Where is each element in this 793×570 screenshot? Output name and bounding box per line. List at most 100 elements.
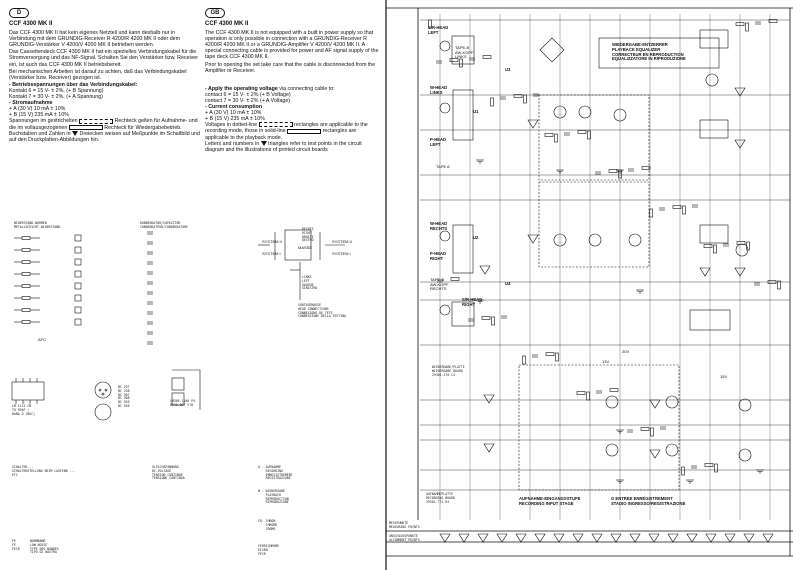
- resistor-icon: [681, 466, 685, 476]
- head-connections-label: VORTAGEMASSE HEAD CONNECTIONS CONNEXIONS…: [298, 303, 346, 319]
- board-label-2: AUFNAHMEPLATTE RECORDING BOARD 29301-??1…: [426, 492, 455, 504]
- resistor-icon: [767, 280, 777, 284]
- resistor-icon: [482, 55, 492, 59]
- gb-l6: + B (15 V) 235 mA ± 10%: [205, 116, 265, 123]
- measuring-point-icon: [572, 533, 584, 543]
- pin-icon: [104, 388, 108, 392]
- measuring-point-icon: [553, 533, 565, 543]
- de-l1: - Betriebsspannungen über das Verbindung…: [9, 81, 138, 88]
- de-l2: Kontakt 6 = 15 V- ± 2%, (+ B Spannung): [9, 87, 104, 94]
- gb-l8b: triangles refer to test points in the ci…: [205, 140, 362, 153]
- p-head-left: P-HEAD LEFT: [430, 137, 447, 147]
- transistor-icon: [94, 381, 112, 399]
- resistor-icon: [21, 236, 31, 240]
- measuring-point-icon: [724, 533, 736, 543]
- gb-l1a: - Apply the operating voltage: [205, 85, 278, 92]
- resistor-icon: [450, 277, 460, 281]
- resistor-icon: [608, 169, 618, 173]
- resistor-icon: [746, 241, 750, 251]
- resistor-icon: [459, 58, 463, 68]
- de-l4: - Stromaufnahme: [9, 100, 53, 107]
- supply-20v: 20V: [622, 349, 630, 354]
- heading-de: CCF 4300 MK II: [9, 21, 53, 27]
- pin-icon: [98, 388, 102, 392]
- measuring-point-icon: [610, 533, 622, 543]
- sr-head-left: S/R-HEAD LEFT: [428, 25, 449, 35]
- measuring-point-icon: [648, 533, 660, 543]
- resistor-icon: [641, 166, 651, 170]
- ic-u4: U4: [505, 281, 511, 286]
- gb-l4: - Current consumption: [205, 104, 263, 111]
- measuring-point-icon: [591, 533, 603, 543]
- head-block: [451, 35, 475, 65]
- triangle-test-point-icon: [649, 399, 661, 409]
- tape-b-kopf-rechts: TAPE-B AW-KOPF RECHTS: [430, 277, 449, 292]
- ic-icon: [699, 29, 729, 49]
- gb-p2: Prior to opening the set take care that …: [205, 61, 376, 74]
- w-head-links: W-HEAD LINKS: [430, 85, 448, 95]
- badge-de: D: [9, 8, 29, 18]
- resistor-icon: [74, 318, 82, 326]
- resistor-icon: [523, 94, 527, 104]
- legend-fe-desc: NORMBAND LOW NOISE TYPE DES BANDES TIPO …: [30, 539, 59, 555]
- badge-gb: GB: [205, 8, 225, 18]
- system-i-label: SYSTEM I: [262, 251, 281, 256]
- measuring-points-label: MESSPUNKTE MEASURING POINTS: [389, 521, 420, 529]
- transistor-icon: [613, 108, 627, 122]
- resistor-icon: [490, 97, 494, 107]
- resistor-icon: [491, 316, 495, 326]
- de-l8b: Dreiecken weisen auf Meßpunkte im Schalt…: [9, 130, 200, 143]
- transistor-icon: [628, 233, 642, 247]
- legend-fecr: FERRICHROME EISEN FECR: [258, 544, 280, 556]
- resistor-icon: [74, 246, 82, 254]
- ic-icon: [699, 119, 729, 139]
- measuring-point-icon: [477, 533, 489, 543]
- triangle-test-point-icon: [734, 139, 746, 149]
- transistor-icon: [588, 233, 602, 247]
- dashed-rect-icon: [79, 118, 114, 124]
- german-notes: D CCF 4300 MK II Das CCF 4300 MK II hat …: [9, 8, 201, 143]
- playback-equalizer-title: WIEDERGABE-ENTZERRER PLAYBACK EQUALIZER …: [612, 42, 686, 62]
- tape-b-kopf-links: TAPE-B AW-KOPF LINKS: [455, 45, 474, 60]
- transistor-icon: [553, 233, 567, 247]
- resistor-icon: [714, 463, 718, 473]
- english-notes: GB CCF 4300 MK II The CCF 4300 MK II is …: [205, 8, 380, 153]
- resistor-icon: [74, 282, 82, 290]
- board-label-1: WIEDERGABE/PLATTE WIEDERGABE BOARD 29301…: [432, 365, 465, 377]
- head-block: [452, 89, 474, 141]
- resistor-icon: [640, 427, 650, 431]
- resistor-icon: [74, 294, 82, 302]
- resistor-icon: [554, 133, 558, 143]
- w-head-rechts: W-HEAD RECHTS: [430, 221, 448, 231]
- solid-rect-icon: [287, 128, 322, 134]
- triangle-test-point-icon: [483, 443, 495, 453]
- ic-icon: [171, 377, 185, 391]
- triangle-test-point-icon: [72, 130, 79, 136]
- playback-module: [538, 94, 650, 181]
- measuring-point-icon: [629, 533, 641, 543]
- gb-l3: contact 7 = 30 V- ± 2% (+ A Voltage): [205, 97, 291, 104]
- system-ii-label-r: SYSTEM II: [332, 239, 352, 244]
- resistor-icon: [21, 260, 31, 264]
- de-l6: + B (15 V) 235 mA ± 10%: [9, 112, 69, 119]
- ic-u1: U1: [473, 109, 479, 114]
- measuring-point-icon: [705, 533, 717, 543]
- resistor-icon: [682, 205, 686, 215]
- triangle-test-point-icon: [527, 234, 539, 244]
- resistor-icon: [21, 248, 31, 252]
- triangle-test-point-icon: [649, 449, 661, 459]
- capacitor-legend: KONDENSATOR/CAPACITOR CONDENSATEUR/CONDE…: [140, 221, 188, 229]
- alignment-points-label: ANSCHLUSSPUNKTE ALIGNMENT POINTS: [389, 534, 420, 542]
- gb-l7a: Voltages in dotted-line: [205, 122, 258, 129]
- resistor-icon: [74, 270, 82, 278]
- ic-icon: [699, 224, 729, 244]
- measuring-point-icon: [667, 533, 679, 543]
- de-l7a: Spannungen im gestrichelten: [9, 118, 78, 125]
- transistor-icon: [553, 105, 567, 119]
- transistor-icon: [665, 395, 679, 409]
- measuring-point-icon: [496, 533, 508, 543]
- transistor-icon: [94, 403, 112, 421]
- de-l8a: Buchstaben und Zahlen in: [9, 130, 71, 137]
- resistor-icon: [649, 208, 653, 218]
- ic-u2: U2: [473, 235, 479, 240]
